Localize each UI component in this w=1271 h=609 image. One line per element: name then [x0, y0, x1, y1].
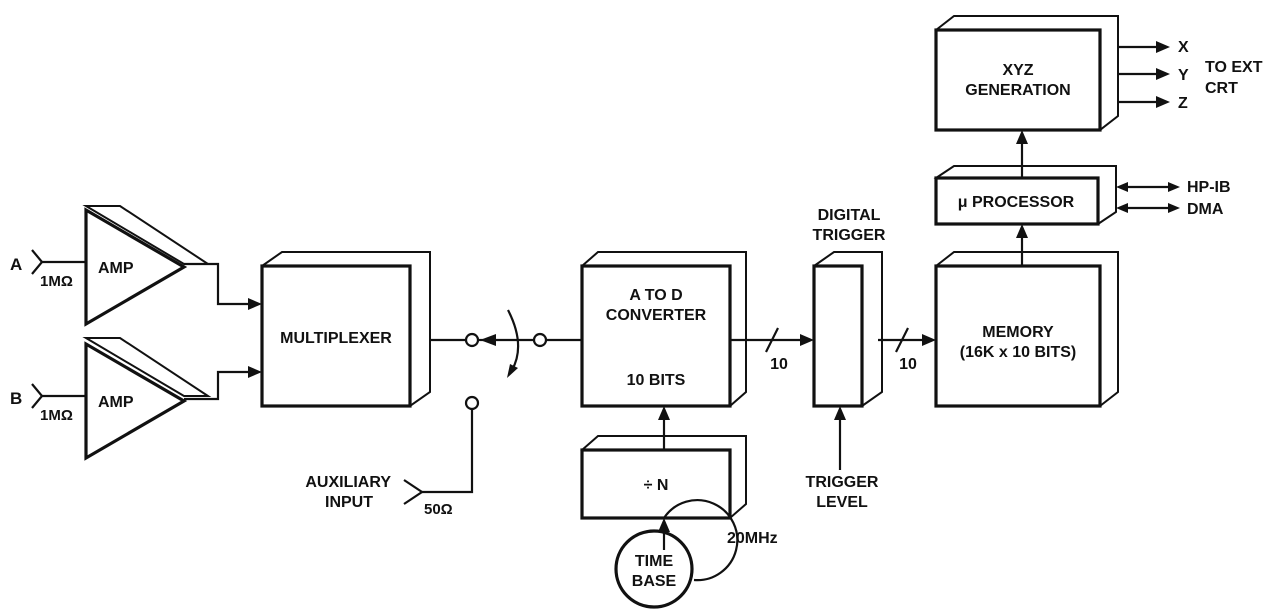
xyz-out-z: Z: [1178, 95, 1188, 112]
adc-line2: CONVERTER: [606, 307, 707, 324]
input-a: A 1MΩ: [10, 249, 86, 290]
processor-io-dma: DMA: [1187, 201, 1224, 218]
xyz-line1: XYZ: [1002, 62, 1033, 79]
auxiliary-input: AUXILIARY INPUT 50Ω: [305, 474, 452, 518]
aux-input-connector-icon: [403, 479, 424, 505]
processor-label: μ PROCESSOR: [958, 194, 1075, 211]
adc-block: A TO D CONVERTER 10 BITS: [580, 251, 747, 408]
time-base-frequency: 20MHz: [727, 530, 778, 547]
xyz-block: XYZ GENERATION X Y Z TO EXT CRT: [934, 15, 1263, 132]
arrow-adc-to-trigger-icon: [800, 334, 814, 346]
xyz-line2: GENERATION: [965, 82, 1070, 99]
amp-b: AMP: [82, 337, 212, 461]
trigger-level-line1: TRIGGER: [806, 474, 879, 491]
arrow-timebase-to-divider-icon: [658, 518, 670, 532]
time-base-line2: BASE: [632, 573, 677, 590]
input-b-impedance: 1MΩ: [40, 407, 73, 424]
input-a-impedance: 1MΩ: [40, 273, 73, 290]
amp-a-label: AMP: [98, 260, 134, 277]
arrow-trigger-level-icon: [834, 406, 846, 420]
digital-trigger-line1: DIGITAL: [818, 207, 881, 224]
processor-io-hpib: HP-IB: [1187, 179, 1231, 196]
aux-input-impedance: 50Ω: [424, 501, 453, 518]
arrow-amp-b-to-mux-icon: [248, 366, 262, 378]
arrow-processor-to-xyz-icon: [1016, 130, 1028, 144]
memory-block: MEMORY (16K x 10 BITS): [934, 251, 1119, 408]
memory-line1: MEMORY: [982, 324, 1054, 341]
amp-b-triangle: [84, 341, 188, 461]
x-output-arrow-icon: [1156, 41, 1170, 53]
multiplexer-block: MULTIPLEXER: [260, 251, 431, 408]
amp-b-label: AMP: [98, 394, 134, 411]
hpib-bidirectional-arrow-icon: [1168, 182, 1180, 192]
xyz-destination-line1: TO EXT: [1205, 59, 1263, 76]
multiplexer-label: MULTIPLEXER: [280, 330, 392, 347]
adc-line1: A TO D: [629, 287, 682, 304]
aux-input-line2: INPUT: [325, 494, 373, 511]
bus-trigger-memory-width: 10: [899, 356, 917, 373]
arrow-divider-to-adc-icon: [658, 406, 670, 420]
processor-block: μ PROCESSOR HP-IB DMA: [933, 165, 1231, 226]
input-b: B 1MΩ: [10, 383, 86, 424]
digital-trigger-block: DIGITAL TRIGGER: [812, 207, 886, 408]
time-base-line1: TIME: [635, 553, 674, 570]
input-switch: [422, 309, 582, 494]
input-a-label: A: [10, 255, 22, 274]
input-a-connector-icon: [31, 249, 44, 275]
arrow-memory-to-processor-icon: [1016, 224, 1028, 238]
divider-block: ÷ N: [580, 435, 747, 520]
time-base: TIME BASE 20MHz: [614, 499, 778, 609]
arrow-amp-a-to-mux-icon: [248, 298, 262, 310]
trigger-level-line2: LEVEL: [816, 494, 868, 511]
xyz-destination-line2: CRT: [1205, 80, 1238, 97]
input-b-connector-icon: [31, 383, 44, 409]
adc-bits: 10 BITS: [627, 372, 686, 389]
input-b-label: B: [10, 389, 22, 408]
divider-label: ÷ N: [644, 477, 669, 494]
digital-trigger-line2: TRIGGER: [813, 227, 886, 244]
dma-bidirectional-arrow-icon: [1168, 203, 1180, 213]
z-output-arrow-icon: [1156, 96, 1170, 108]
aux-input-line1: AUXILIARY: [305, 474, 391, 491]
bus-adc-trigger-width: 10: [770, 356, 788, 373]
amp-a-triangle: [84, 207, 188, 327]
amp-a: AMP: [82, 205, 212, 327]
xyz-out-x: X: [1178, 39, 1189, 56]
xyz-out-y: Y: [1178, 67, 1189, 84]
memory-line2: (16K x 10 BITS): [960, 344, 1076, 361]
y-output-arrow-icon: [1156, 68, 1170, 80]
arrow-trigger-to-memory-icon: [922, 334, 936, 346]
